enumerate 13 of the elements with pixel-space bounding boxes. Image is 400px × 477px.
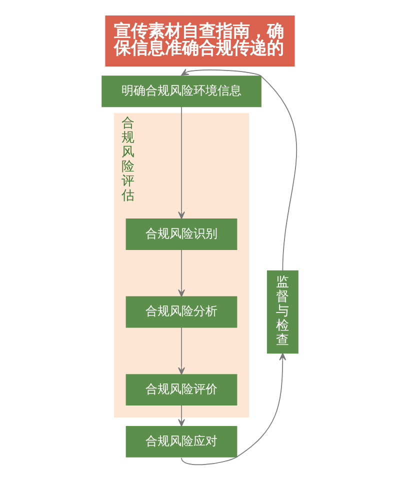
node-box: 明确合规风险环境信息 — [102, 76, 262, 108]
arrow — [178, 106, 185, 220]
node-box: 监督与检查 — [266, 270, 298, 354]
arrow — [178, 249, 185, 297]
arrow — [178, 327, 185, 375]
arrow — [178, 404, 185, 427]
node-box: 合规风险应对 — [126, 426, 238, 458]
node-box: 合规风险评价 — [126, 374, 238, 406]
arrow — [181, 352, 286, 466]
node-box: 合规风险识别 — [126, 218, 238, 250]
arrow — [181, 68, 298, 272]
diagram-title: 宣传素材自查指南，确保信息准确合规传递的 — [114, 22, 284, 59]
node-box: 合规风险分析 — [126, 296, 238, 328]
